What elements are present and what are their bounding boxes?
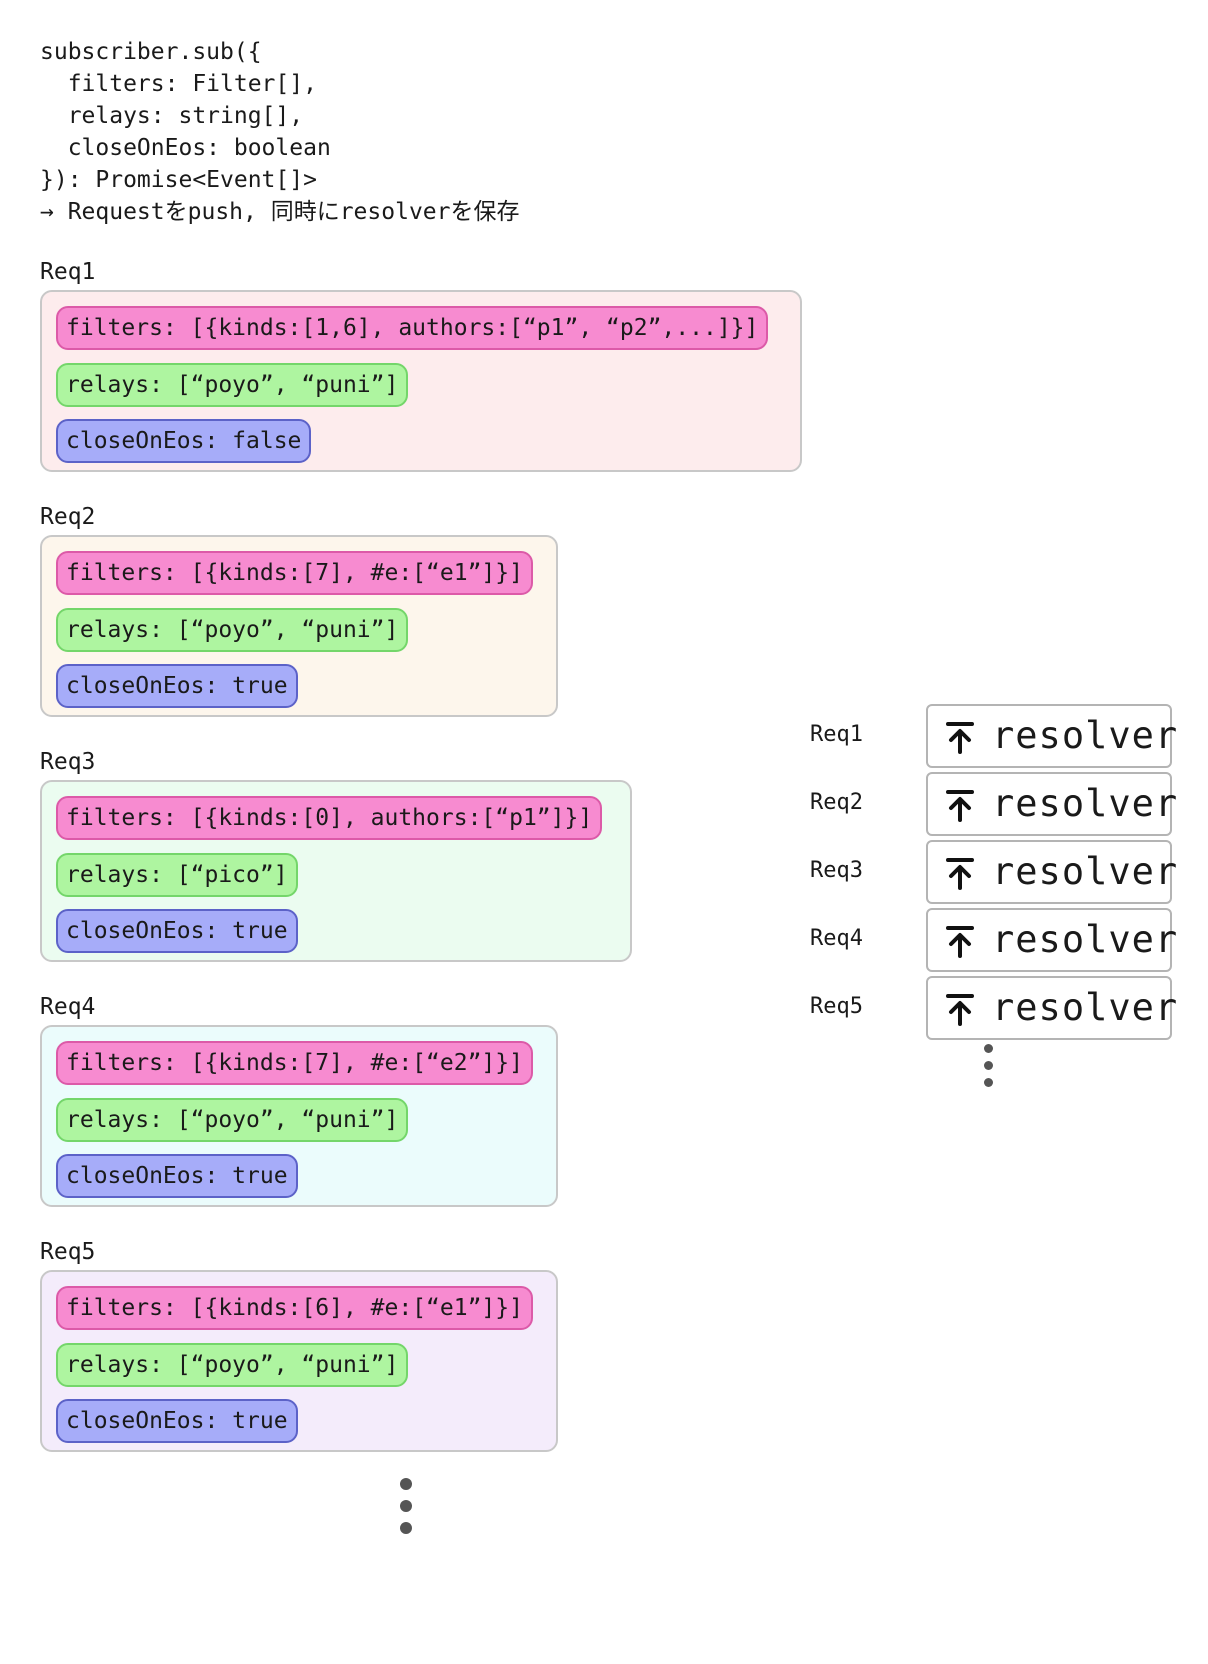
code-line-description: → Requestをpush, 同時にresolverを保存 (40, 199, 520, 225)
req-label-2: Req2 (40, 504, 96, 530)
req-label-5: Req5 (40, 1239, 96, 1265)
code-line: filters: Filter[], (40, 71, 317, 97)
relays-pill: relays: [“poyo”, “puni”] (56, 363, 409, 407)
resolver-text: resolver (992, 918, 1179, 961)
resolver-label-1: Req1 (810, 722, 863, 747)
req-label-4: Req4 (40, 994, 96, 1020)
relays-pill: relays: [“pico”] (56, 853, 298, 897)
req-label-1: Req1 (40, 259, 96, 285)
request-box-2: filters: [{kinds:[7], #e:[“e1”]}] relays… (40, 535, 558, 717)
close-on-eos-pill: closeOnEos: false (56, 419, 312, 463)
arrow-up-to-bar-icon (946, 858, 974, 890)
more-resolvers-ellipsis-icon (982, 1042, 996, 1090)
resolver-box-4: resolver (926, 908, 1177, 972)
close-on-eos-pill: closeOnEos: true (56, 1399, 298, 1443)
resolver-box-3: resolver (926, 840, 1177, 904)
filters-pill: filters: [{kinds:[7], #e:[“e1”]}] (56, 551, 533, 595)
relays-pill: relays: [“poyo”, “puni”] (56, 1098, 409, 1142)
resolver-text: resolver (992, 782, 1179, 825)
arrow-up-to-bar-icon (946, 994, 974, 1026)
more-requests-ellipsis-icon (398, 1476, 414, 1540)
filters-pill: filters: [{kinds:[7], #e:[“e2”]}] (56, 1041, 533, 1085)
resolver-label-5: Req5 (810, 994, 863, 1019)
close-on-eos-pill: closeOnEos: true (56, 909, 298, 953)
arrow-up-to-bar-icon (946, 722, 974, 754)
resolver-text: resolver (992, 986, 1179, 1029)
arrow-up-to-bar-icon (946, 790, 974, 822)
resolver-text: resolver (992, 714, 1179, 757)
close-on-eos-pill: closeOnEos: true (56, 664, 298, 708)
resolver-label-4: Req4 (810, 926, 863, 951)
code-line: }): Promise<Event[]> (40, 167, 317, 193)
filters-pill: filters: [{kinds:[0], authors:[“p1”]}] (56, 796, 603, 840)
resolver-text: resolver (992, 850, 1179, 893)
resolver-label-3: Req3 (810, 858, 863, 883)
arrow-up-to-bar-icon (946, 926, 974, 958)
request-box-4: filters: [{kinds:[7], #e:[“e2”]}] relays… (40, 1025, 558, 1207)
request-box-1: filters: [{kinds:[1,6], authors:[“p1”, “… (40, 290, 802, 472)
filters-pill: filters: [{kinds:[1,6], authors:[“p1”, “… (56, 306, 769, 350)
resolver-box-1: resolver (926, 704, 1177, 768)
request-box-5: filters: [{kinds:[6], #e:[“e1”]}] relays… (40, 1270, 558, 1452)
resolver-label-2: Req2 (810, 790, 863, 815)
relays-pill: relays: [“poyo”, “puni”] (56, 1343, 409, 1387)
filters-pill: filters: [{kinds:[6], #e:[“e1”]}] (56, 1286, 533, 1330)
code-line: subscriber.sub({ (40, 39, 262, 65)
request-box-3: filters: [{kinds:[0], authors:[“p1”]}] r… (40, 780, 632, 962)
relays-pill: relays: [“poyo”, “puni”] (56, 608, 409, 652)
resolver-box-5: resolver (926, 976, 1177, 1040)
code-signature: subscriber.sub({ filters: Filter[], rela… (40, 36, 520, 228)
close-on-eos-pill: closeOnEos: true (56, 1154, 298, 1198)
code-line: closeOnEos: boolean (40, 135, 331, 161)
req-label-3: Req3 (40, 749, 96, 775)
code-line: relays: string[], (40, 103, 304, 129)
resolver-box-2: resolver (926, 772, 1177, 836)
